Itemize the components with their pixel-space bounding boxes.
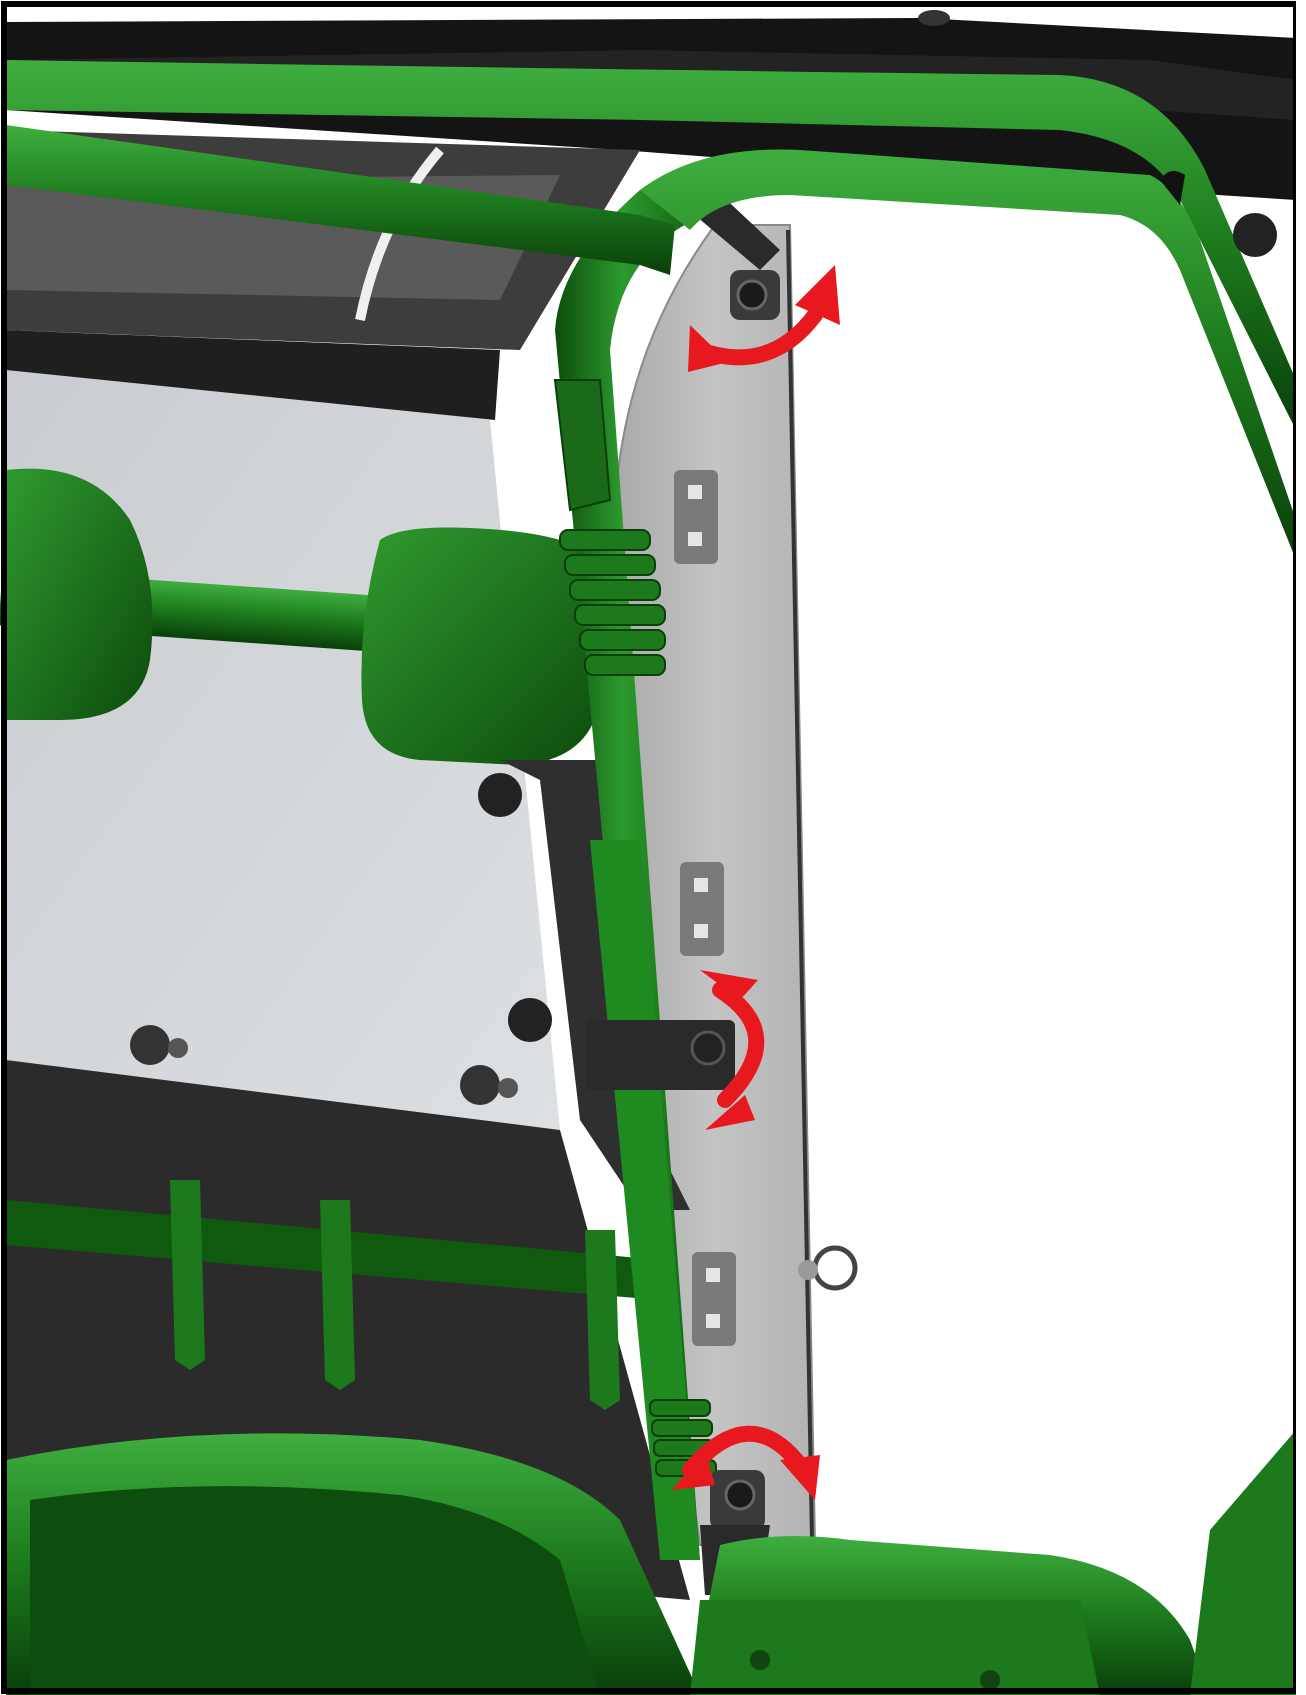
side-opening: [790, 210, 1296, 1600]
window-top-seal: [6, 330, 500, 420]
roof-roll-bar: [6, 60, 1296, 430]
side-roll-bar: [640, 149, 1296, 560]
rear-roll-bar: [6, 125, 675, 275]
roof-latch: [1160, 171, 1185, 205]
headrest-right: [361, 527, 605, 765]
headrest-left: [6, 468, 153, 720]
middle-clamp: [585, 1020, 735, 1090]
panel-edge-line: [786, 229, 814, 1541]
upper-latch: [553, 379, 612, 512]
bracket-3: [585, 1230, 620, 1410]
pillar-bellows: [559, 529, 666, 676]
rotate-arrow-bottom: [672, 1425, 820, 1500]
bracket-2: [320, 1200, 355, 1390]
frame-bolt-2: [980, 1670, 1000, 1690]
roof-knob: [918, 10, 950, 26]
mount-bolt-1: [478, 773, 522, 817]
panel-slots: [674, 470, 736, 1346]
lower-frame-left-inner: [30, 1486, 600, 1695]
mount-bolt-2: [508, 998, 552, 1042]
frame-bolt-1: [750, 1650, 770, 1670]
lower-frame-body: [690, 1600, 1100, 1695]
rotate-arrow-top: [688, 265, 840, 372]
lower-frame-corner: [1190, 1430, 1296, 1695]
right-margin: [1296, 0, 1306, 1695]
rotate-arrow-middle: [700, 970, 765, 1130]
latch-ring: [798, 1245, 858, 1291]
roof-bolt: [1233, 213, 1277, 257]
window-studs: [130, 1025, 518, 1105]
bracket-1: [170, 1180, 205, 1370]
